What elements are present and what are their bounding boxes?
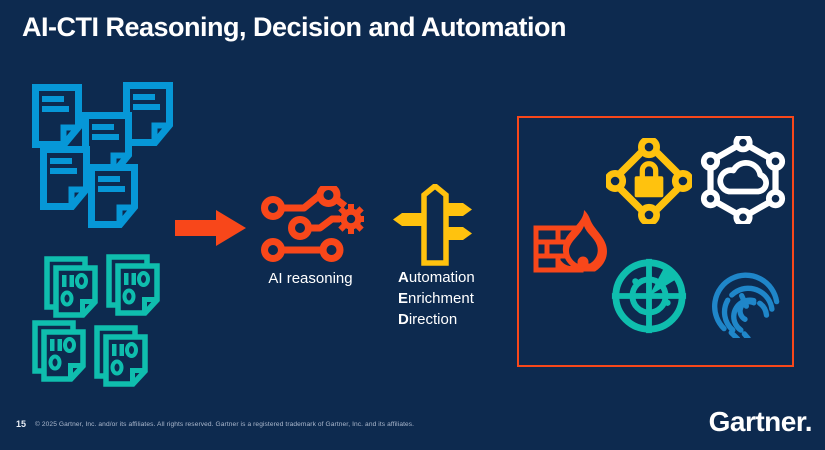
ai-reasoning-label: AI reasoning [268, 270, 353, 287]
aed-line-automation: Automation [398, 269, 475, 286]
document-stack-icon [28, 72, 180, 232]
circuit-gear-icon [261, 186, 364, 262]
lock-icon [634, 161, 664, 198]
binary-data-stack-icon [24, 250, 164, 395]
signpost-icon [393, 184, 472, 266]
outcome-box [517, 116, 794, 367]
page-number: 15 [16, 419, 27, 429]
page-title: AI-CTI Reasoning, Decision and Automatio… [22, 12, 567, 42]
cloud-icon [717, 160, 769, 195]
aed-label: Automation Enrichment Direction [398, 267, 475, 330]
firewall-flame-icon [533, 210, 607, 273]
radar-icon [611, 258, 687, 334]
copyright-text: © 2025 Gartner, Inc. and/or its affiliat… [35, 421, 415, 428]
gear-icon [336, 204, 364, 234]
gartner-logo: Gartner. [708, 406, 813, 437]
aed-line-enrichment: Enrichment [398, 290, 474, 307]
network-lock-icon [606, 138, 692, 224]
fingerprint-icon [712, 272, 780, 338]
aed-line-direction: Direction [398, 311, 458, 328]
cloud-network-icon [700, 136, 786, 224]
arrow-right-icon [175, 210, 246, 246]
